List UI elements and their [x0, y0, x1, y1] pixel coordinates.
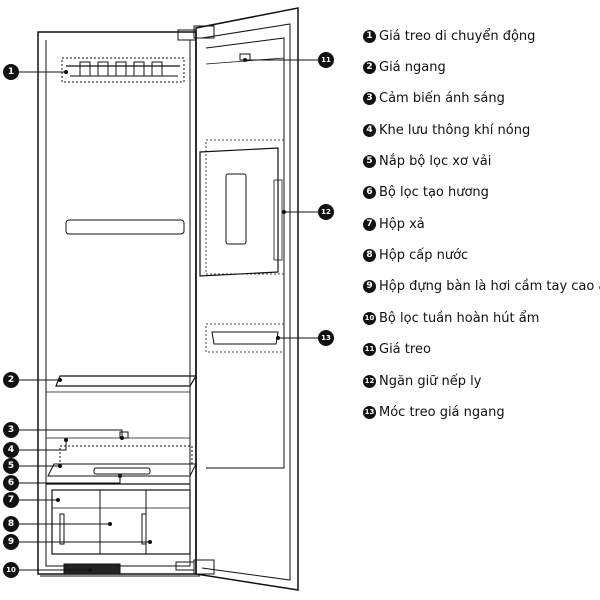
legend-number: 11 — [363, 342, 376, 356]
legend-number: 2 — [363, 60, 376, 74]
legend-label: Cảm biến ánh sáng — [379, 90, 505, 106]
legend-number: 6 — [363, 185, 376, 199]
legend-number: 7 — [363, 217, 376, 231]
legend-label: Giá treo di chuyển động — [379, 28, 536, 44]
door — [175, 7, 299, 591]
callout-9: 9 — [3, 534, 19, 550]
legend-number: 12 — [363, 374, 376, 388]
legend-number: 3 — [363, 91, 376, 105]
legend-label: Bộ lọc tuần hoàn hút ẩm — [379, 310, 540, 326]
callout-12: 12 — [318, 204, 334, 220]
callout-7: 7 — [3, 492, 19, 508]
legend-label: Hộp xả — [379, 216, 425, 232]
legend-label: Ngăn giữ nếp ly — [379, 373, 482, 389]
svg-text:7: 7 — [8, 495, 14, 505]
legend-label: Bộ lọc tạo hương — [379, 184, 489, 200]
svg-text:9: 9 — [8, 537, 14, 547]
dehumidifying-filter — [46, 563, 190, 577]
svg-text:8: 8 — [8, 519, 14, 529]
callout-10: 10 — [3, 562, 19, 578]
svg-text:2: 2 — [8, 375, 14, 385]
svg-text:11: 11 — [321, 56, 331, 64]
svg-text:3: 3 — [8, 425, 14, 435]
lower-compartment — [46, 431, 197, 485]
leader-dots — [56, 58, 286, 572]
callout-13: 13 — [318, 330, 334, 346]
callout-5: 5 — [3, 458, 19, 474]
legend-label: Nắp bộ lọc xơ vải — [379, 153, 492, 169]
shelf-hook — [205, 323, 285, 353]
horizontal-shelf — [46, 375, 198, 393]
legend-number: 8 — [363, 248, 376, 262]
callout-8: 8 — [3, 516, 19, 532]
legend-number: 10 — [363, 311, 376, 325]
legend-number: 9 — [363, 279, 376, 293]
leader-lines — [13, 59, 320, 571]
svg-text:5: 5 — [8, 461, 14, 471]
cabinet-body — [37, 31, 200, 577]
legend-label: Giá ngang — [379, 59, 446, 75]
svg-text:4: 4 — [8, 445, 14, 455]
light-bar — [65, 219, 185, 235]
svg-text:6: 6 — [8, 478, 14, 488]
svg-text:12: 12 — [321, 208, 331, 216]
legend-label: Khe lưu thông khí nóng — [379, 122, 531, 138]
crease-holder — [199, 139, 285, 277]
svg-text:1: 1 — [8, 67, 14, 77]
svg-text:13: 13 — [321, 334, 331, 342]
legend-label: Móc treo giá ngang — [379, 404, 505, 420]
legend-label: Giá treo — [379, 341, 431, 357]
legend-number: 4 — [363, 123, 376, 137]
legend-number: 5 — [363, 154, 376, 168]
tank-area — [51, 489, 191, 555]
callout-6: 6 — [3, 475, 19, 491]
legend-number: 1 — [363, 29, 376, 43]
svg-text:10: 10 — [6, 566, 16, 574]
legend-label: Hộp cấp nước — [379, 247, 469, 263]
callout-3: 3 — [3, 422, 19, 438]
callout-4: 4 — [3, 442, 19, 458]
callout-1: 1 — [3, 64, 19, 80]
callout-11: 11 — [318, 52, 334, 68]
legend-label: Hộp đựng bàn là hơi cầm tay cao áp — [379, 278, 600, 294]
moving-hanger — [61, 57, 185, 83]
legend-number: 13 — [363, 405, 376, 419]
callout-2: 2 — [3, 372, 19, 388]
